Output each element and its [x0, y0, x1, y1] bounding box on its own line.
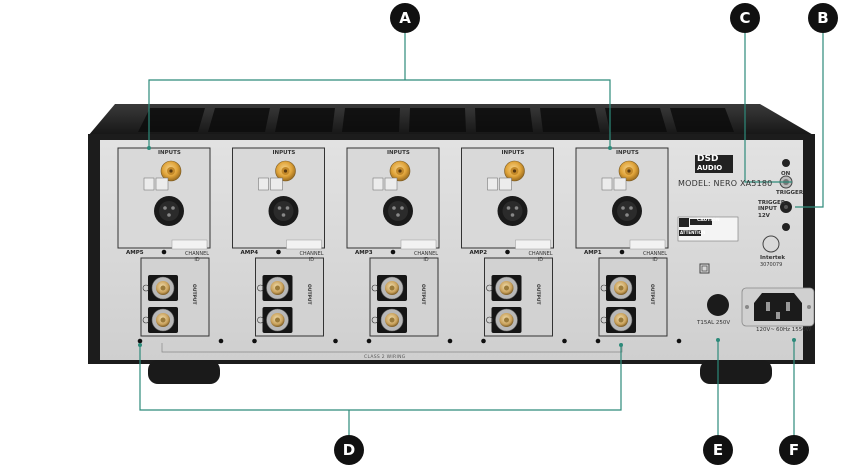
channel-id-box [286, 239, 322, 250]
leader-d [139, 345, 622, 411]
caution-text: CAUTION [697, 218, 720, 223]
leader-c [744, 33, 792, 183]
callout-c: C [730, 3, 760, 33]
channel-module [346, 147, 453, 344]
class2-bracket [161, 343, 623, 353]
input-selector[interactable] [143, 177, 155, 191]
trigger-label: TRIGGER [776, 190, 804, 196]
input-selector[interactable] [372, 177, 384, 191]
etl-mark [762, 235, 780, 253]
input-selector[interactable] [601, 177, 613, 191]
inputs-label: INPUTS [272, 150, 296, 156]
callout-d: D [334, 435, 364, 465]
inputs-label: INPUTS [501, 150, 525, 156]
callout-f: F [779, 435, 809, 465]
intertek-label: Intertek [760, 255, 786, 261]
channel-id-label: CHANNEL ID [528, 251, 553, 263]
output-label: OUTPUT [420, 284, 425, 305]
callout-e: E [703, 435, 733, 465]
channel-id-box [171, 239, 208, 250]
fuse-rating: T15AL 250V [697, 320, 731, 326]
foot-left [148, 360, 220, 384]
amp-label: AMP5 [126, 250, 144, 256]
output-label: OUTPUT [305, 284, 311, 305]
amp-label: AMP2 [469, 250, 488, 256]
brand-logo-line1: DSD [697, 154, 719, 164]
callout-a: A [390, 3, 420, 33]
attention-text: ATTENTION [680, 230, 706, 235]
leader-dots [138, 146, 796, 347]
trigger-input-label: TRIGGER INPUT [758, 200, 786, 212]
channel-id-label: CHANNEL ID [184, 251, 210, 263]
output-label: OUTPUT [191, 284, 196, 305]
leader-a [148, 79, 611, 148]
voltage-rating: 120V~ [756, 327, 775, 333]
channel-id-box [629, 239, 666, 250]
input-selector[interactable] [487, 177, 498, 191]
amp-label: AMP1 [584, 250, 602, 256]
right-panel [677, 155, 815, 327]
channel-id-box [515, 239, 551, 250]
callout-b: B [808, 3, 838, 33]
channel-module [117, 147, 224, 344]
intertek-code: 3070079 [760, 262, 783, 268]
channel-id-box [400, 239, 437, 250]
leader-b [795, 33, 824, 208]
trigger-voltage-label: 12V [758, 213, 770, 219]
channel-module [232, 147, 338, 344]
inputs-label: INPUTS [616, 150, 639, 156]
leader-lines [139, 33, 824, 435]
brand-logo-line2: AUDIO [697, 164, 723, 172]
output-label: OUTPUT [649, 284, 654, 305]
power-led [782, 159, 790, 167]
input-selector[interactable] [258, 177, 269, 191]
model-label: MODEL: NERO XA5180 [678, 179, 773, 188]
on-label: ON [781, 171, 791, 177]
power-rating: 60Hz 1550W [776, 327, 812, 333]
output-label: OUTPUT [534, 284, 540, 305]
class2-wiring-label: CLASS 2 WIRING [364, 355, 406, 360]
fuse-holder [707, 294, 729, 316]
channel-module [461, 147, 567, 344]
faceplate [100, 140, 803, 360]
inputs-label: INPUTS [158, 150, 181, 156]
channel-id-label: CHANNEL ID [413, 251, 439, 263]
heatsink-vents [138, 108, 734, 132]
ground-symbol [699, 263, 710, 274]
channel-module [575, 147, 682, 344]
channel-id-label: CHANNEL ID [642, 251, 668, 263]
inputs-label: INPUTS [387, 150, 410, 156]
amp-label: AMP3 [355, 250, 373, 256]
foot-right [700, 360, 772, 384]
amp-label: AMP4 [240, 250, 259, 256]
channel-id-label: CHANNEL ID [299, 251, 324, 263]
